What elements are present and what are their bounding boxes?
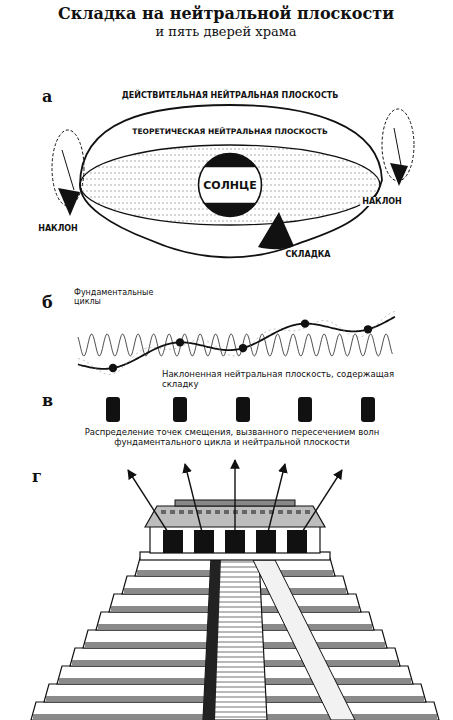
displacement-bar (173, 397, 187, 422)
roof-texture (251, 510, 256, 514)
door-arrow (266, 464, 285, 540)
sun-cap (204, 154, 256, 168)
roof-texture (242, 510, 247, 514)
tilt-axis (62, 150, 74, 190)
wave-label: Фундаментальные циклы (72, 288, 154, 306)
actual-plane (80, 105, 382, 257)
displacement-bar (236, 397, 250, 422)
tilt-label: НАКЛОН (36, 224, 80, 233)
sun-label: СОЛНЦЕ (197, 179, 263, 192)
panel-letter: б (40, 294, 55, 312)
panel-letter: в (40, 392, 55, 410)
roof-texture (179, 510, 184, 514)
distribution-caption: Распределение точек смещения, вызванного… (70, 428, 394, 448)
tilted-neutral-plane (78, 317, 395, 369)
tilt-label: НАКЛОН (360, 197, 404, 206)
tilt-wedge (390, 163, 408, 186)
roof-texture (224, 510, 229, 514)
inner-stair (253, 560, 355, 720)
roof-texture (206, 510, 211, 514)
intersection-dot (301, 319, 309, 327)
roof-texture (278, 510, 283, 514)
temple-door (256, 530, 276, 553)
door-arrow (128, 470, 173, 540)
tilt-axis (394, 128, 401, 165)
displacement-bar (298, 397, 312, 422)
door-arrow (234, 460, 235, 540)
fold-shape (258, 212, 294, 249)
subtitle: и пять дверей храма (153, 25, 298, 40)
fundamental-cycle-wave (78, 334, 392, 356)
panel-letter: а (40, 88, 54, 106)
title: Складка на нейтральной плоскости (58, 5, 394, 23)
plane-hatching (78, 149, 382, 221)
temple-door (287, 530, 307, 553)
roof-texture (215, 510, 220, 514)
intersection-dot (364, 325, 372, 333)
door-arrow (185, 464, 204, 540)
intersection-dot (239, 344, 247, 352)
fold-label: СКЛАДКА (283, 250, 332, 259)
roof-texture (260, 510, 265, 514)
stairway (203, 558, 267, 720)
sun-cap (204, 203, 256, 217)
temple-door (163, 530, 183, 553)
plane-caption: Наклоненная нейтральная плоскость, содер… (160, 370, 404, 390)
hatch-line (78, 221, 382, 222)
roof-texture (287, 510, 292, 514)
intersection-dot (109, 364, 117, 372)
roof-texture (188, 510, 193, 514)
roof-texture (305, 510, 310, 514)
hatch-line (78, 149, 382, 150)
tilt-wedge (58, 188, 80, 216)
panel-letter: г (30, 468, 44, 486)
displacement-bar (361, 397, 375, 422)
door-arrow (297, 470, 342, 540)
stair-shadow (203, 558, 221, 720)
roof-texture (161, 510, 166, 514)
roof-texture (170, 510, 175, 514)
temple-door (194, 530, 214, 553)
fold-envelope (78, 312, 395, 375)
sun-circle: СОЛНЦЕ (197, 152, 263, 218)
roof-texture (296, 510, 301, 514)
displacement-bar (106, 397, 120, 422)
plane-label: ТЕОРЕТИЧЕСКАЯ НЕЙТРАЛЬНАЯ ПЛОСКОСТЬ (130, 128, 329, 137)
intersection-dot (176, 338, 184, 346)
theoretical-plane (80, 145, 380, 225)
plane-label: ДЕЙСТВИТЕЛЬНАЯ НЕЙТРАЛЬНАЯ ПЛОСКОСТЬ (120, 91, 341, 100)
